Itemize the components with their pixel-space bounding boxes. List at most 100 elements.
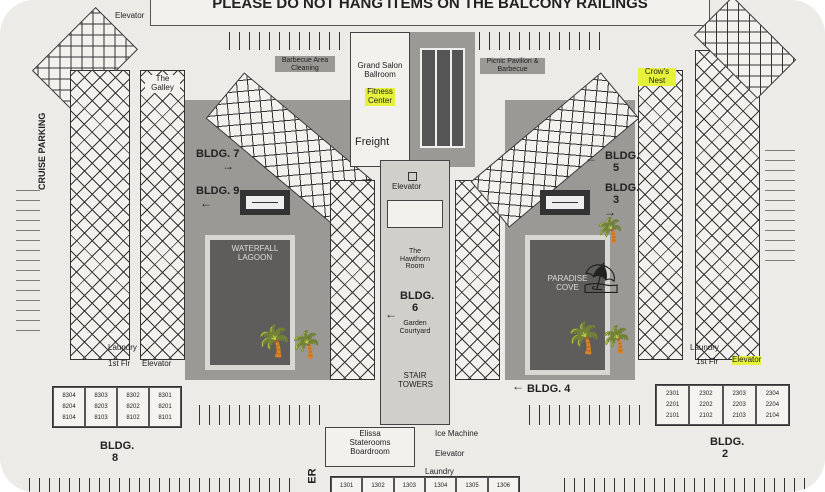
arrow-left-icon: ← xyxy=(585,151,597,165)
ice-machine-label: Ice Machine xyxy=(435,429,479,438)
freight-label: Freight xyxy=(355,136,390,148)
paradise-cove-label: PARADISE COVE xyxy=(547,274,588,292)
unit: 8204 xyxy=(62,403,76,410)
garden-courtyard-label: Garden Courtyard xyxy=(399,320,431,335)
bldg-5-label: BLDG. 5 xyxy=(605,150,640,175)
bldg-1-units: 1301 1302 1303 1304 1305 1306 xyxy=(330,476,520,492)
palm-tree-icon: 🌴 xyxy=(595,217,625,244)
elevator-icon xyxy=(408,172,417,181)
pool-house-icon xyxy=(240,190,290,215)
umbrella-icon: ⛱ xyxy=(582,262,621,295)
elevator-label-right: Elevator xyxy=(732,355,762,365)
unit-column: 8304 8204 8104 xyxy=(53,387,85,427)
laundry-label-right: Laundry xyxy=(690,343,719,352)
unit-column: 8301 8201 8101 xyxy=(149,387,181,427)
parking-bottom-row-right xyxy=(555,478,805,492)
unit: 2204 xyxy=(765,401,780,408)
room-box xyxy=(387,200,443,228)
unit: 1304 xyxy=(425,477,457,492)
first-floor-label-right: 1st Flr xyxy=(696,357,719,366)
er-label: ER xyxy=(306,468,319,484)
arrow-left-icon: ← xyxy=(385,307,397,321)
building-4-wing xyxy=(455,180,500,380)
unit: 1302 xyxy=(362,477,394,492)
unit: 2303 xyxy=(732,390,746,397)
laundry-bottom-label: Laundry xyxy=(425,467,454,476)
arrow-right-icon: → xyxy=(222,159,234,173)
palm-tree-icon: 🌴 xyxy=(600,324,633,354)
picnic-label: Picnic Pavilion & Barbecue xyxy=(486,58,539,73)
parking-top-left xyxy=(220,32,340,50)
elevator-label: Elevator xyxy=(115,11,145,20)
unit: 8303 xyxy=(94,392,108,399)
fitness-center-label: Fitness Center xyxy=(365,87,395,106)
unit: 8203 xyxy=(94,403,108,410)
crows-nest-label: Crow's Nest xyxy=(638,67,676,86)
stair-towers-label: STAIR TOWERS xyxy=(398,371,433,389)
bldg-9-label: BLDG. 9 xyxy=(196,185,240,197)
elissa-boardroom xyxy=(325,427,415,467)
unit: 2102 xyxy=(699,413,713,420)
laundry-label-left: Laundry xyxy=(108,343,137,352)
parking-bottom-left xyxy=(190,405,320,425)
arrow-left-icon: ← xyxy=(200,196,212,210)
first-floor-label-left: 1st Flr xyxy=(108,359,131,368)
arrow-left-icon: ← xyxy=(512,379,524,393)
elevator-center-label: Elevator xyxy=(392,182,422,191)
unit: 2104 xyxy=(765,413,780,420)
unit: 8201 xyxy=(158,403,172,410)
picnic-pavilion xyxy=(480,58,545,74)
paradise-cove-pool xyxy=(525,235,610,375)
unit: 2304 xyxy=(765,390,780,397)
waterfall-lagoon-label: WATERFALL LAGOON xyxy=(231,244,279,262)
bldg-2-label: BLDG. 2 xyxy=(710,436,745,461)
waterfall-lagoon-pool xyxy=(205,235,295,370)
building-6-left-wing xyxy=(330,180,375,380)
cruise-parking-label: CRUISE PARKING xyxy=(37,112,47,190)
bldg-4-label: BLDG. 4 xyxy=(527,383,571,395)
unit: 2301 xyxy=(665,390,680,397)
unit: 8104 xyxy=(62,415,76,422)
unit: 2201 xyxy=(665,401,680,408)
parking-left xyxy=(16,190,40,340)
unit: 2103 xyxy=(732,413,746,420)
unit: 8101 xyxy=(158,415,172,422)
banner-text: PLEASE DO NOT HANG ITEMS ON THE BALCONY … xyxy=(212,0,648,12)
building-galley xyxy=(140,70,185,360)
elevator-label-left: Elevator xyxy=(142,359,172,368)
unit: 2203 xyxy=(732,401,746,408)
elevator-bottom-label: Elevator xyxy=(435,449,465,458)
bldg-8-label: BLDG. 8 xyxy=(100,440,135,465)
building-left-tower xyxy=(70,70,130,360)
unit: 1303 xyxy=(393,477,425,492)
parking-top-right xyxy=(470,32,600,50)
unit: 1305 xyxy=(456,477,488,492)
building-right-tower xyxy=(695,50,760,360)
unit: 8301 xyxy=(158,392,172,399)
barbecue-label: Barbecue Area Cleaning xyxy=(281,57,329,72)
unit: 2302 xyxy=(699,390,713,397)
parking-bottom-right xyxy=(520,405,640,425)
hawthorn-room-label: The Hawthorn Room xyxy=(400,248,430,271)
unit: 2101 xyxy=(665,413,680,420)
bldg-7-label: BLDG. 7 xyxy=(196,148,240,160)
barbecue-area xyxy=(275,56,335,72)
unit-column: 2304 2204 2104 xyxy=(755,385,789,425)
bldg-3-label: BLDG. 3 xyxy=(605,182,640,207)
unit: 1306 xyxy=(487,477,519,492)
grand-salon-label: Grand Salon Ballroom xyxy=(357,61,403,79)
palm-tree-icon: 🌴 xyxy=(255,325,293,358)
palm-tree-icon: 🌴 xyxy=(565,322,603,355)
banner xyxy=(150,0,710,26)
unit-column: 2303 2203 2103 xyxy=(722,385,756,425)
unit: 8304 xyxy=(62,392,76,399)
parking-bottom-row xyxy=(20,478,290,492)
court-lines xyxy=(420,48,465,148)
unit: 1301 xyxy=(331,477,363,492)
bldg-6-label: BLDG. 6 xyxy=(400,290,435,315)
